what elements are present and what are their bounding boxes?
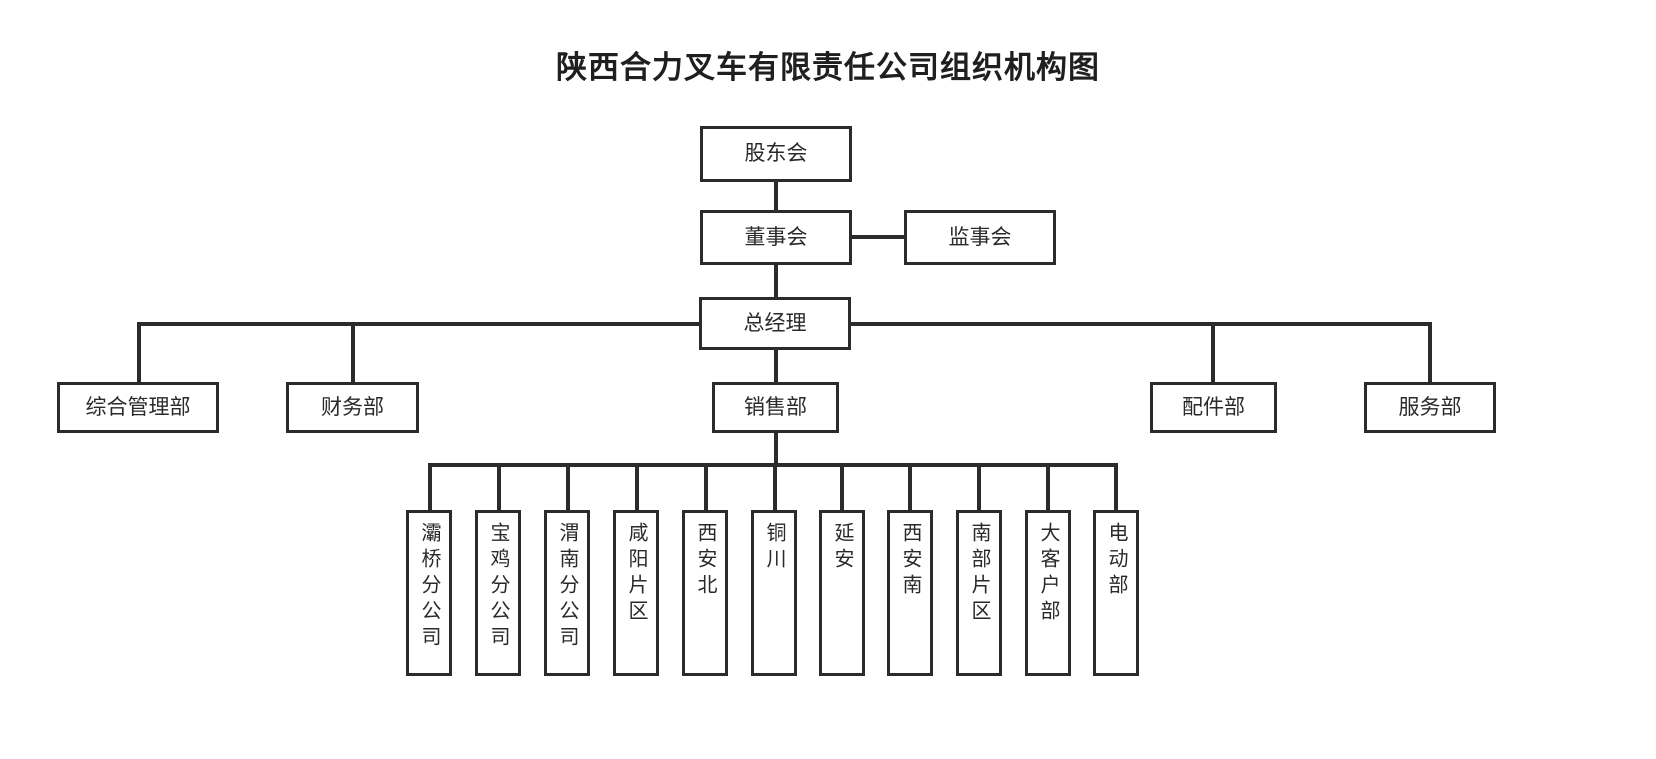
connector-drop-parts xyxy=(1211,322,1215,382)
node-shareholders[interactable]: 股东会 xyxy=(700,126,852,182)
node-supervisors[interactable]: 监事会 xyxy=(904,210,1056,265)
connector-drop-sales xyxy=(774,350,778,382)
node-branch-xian-nan-label: 西安南 xyxy=(899,522,921,600)
node-branch-key-account[interactable]: 大客户部 xyxy=(1025,510,1071,676)
node-branch-nanbu[interactable]: 南部片区 xyxy=(956,510,1002,676)
node-sales[interactable]: 销售部 xyxy=(712,382,839,433)
connector-drop-branch-7 xyxy=(908,463,912,510)
node-supervisors-label: 监事会 xyxy=(948,224,1012,249)
node-board[interactable]: 董事会 xyxy=(700,210,852,265)
connector-board-supervisors xyxy=(850,235,906,239)
node-shareholders-label: 股东会 xyxy=(744,141,808,166)
connector-sales-to-bus xyxy=(774,433,778,466)
node-branch-baqiao[interactable]: 灞桥分公司 xyxy=(406,510,452,676)
node-branch-electric[interactable]: 电动部 xyxy=(1093,510,1139,676)
node-branch-baoji-label: 宝鸡分公司 xyxy=(487,522,509,652)
connector-department-bus-left xyxy=(137,322,701,326)
node-admin[interactable]: 综合管理部 xyxy=(57,382,219,433)
node-branch-yanan[interactable]: 延安 xyxy=(819,510,865,676)
connector-drop-branch-5 xyxy=(773,463,777,510)
node-branch-xian-bei-label: 西安北 xyxy=(694,522,716,600)
node-branch-key-account-label: 大客户部 xyxy=(1037,522,1059,626)
node-general-manager[interactable]: 总经理 xyxy=(699,297,851,350)
node-service[interactable]: 服务部 xyxy=(1364,382,1496,433)
connector-drop-branch-3 xyxy=(635,463,639,510)
connector-drop-branch-0 xyxy=(428,463,432,510)
connector-drop-branch-9 xyxy=(1046,463,1050,510)
connector-drop-admin xyxy=(137,322,141,382)
node-parts-label: 配件部 xyxy=(1182,394,1245,419)
connector-shareholders-board xyxy=(774,182,778,210)
node-branch-electric-label: 电动部 xyxy=(1105,522,1127,600)
connector-drop-branch-6 xyxy=(840,463,844,510)
connector-drop-branch-8 xyxy=(977,463,981,510)
node-parts[interactable]: 配件部 xyxy=(1150,382,1277,433)
node-finance-label: 财务部 xyxy=(321,394,384,419)
node-sales-label: 销售部 xyxy=(744,394,807,419)
node-branch-weinan[interactable]: 渭南分公司 xyxy=(544,510,590,676)
node-branch-tongchuan-label: 铜川 xyxy=(763,522,785,574)
node-branch-weinan-label: 渭南分公司 xyxy=(556,522,578,652)
node-branch-xianyang-label: 咸阳片区 xyxy=(625,522,647,626)
connector-drop-service xyxy=(1428,322,1432,382)
node-finance[interactable]: 财务部 xyxy=(286,382,419,433)
connector-drop-finance xyxy=(351,322,355,382)
connector-drop-branch-1 xyxy=(497,463,501,510)
node-branch-baqiao-label: 灞桥分公司 xyxy=(418,522,440,652)
node-branch-xian-bei[interactable]: 西安北 xyxy=(682,510,728,676)
connector-drop-branch-4 xyxy=(704,463,708,510)
connector-board-gm xyxy=(774,265,778,297)
node-branch-tongchuan[interactable]: 铜川 xyxy=(751,510,797,676)
node-branch-xian-nan[interactable]: 西安南 xyxy=(887,510,933,676)
node-branch-xianyang[interactable]: 咸阳片区 xyxy=(613,510,659,676)
connector-drop-branch-10 xyxy=(1114,463,1118,510)
node-admin-label: 综合管理部 xyxy=(85,394,191,419)
node-branch-nanbu-label: 南部片区 xyxy=(968,522,990,626)
node-service-label: 服务部 xyxy=(1398,394,1462,419)
connector-department-bus-right xyxy=(849,322,1432,326)
node-branch-yanan-label: 延安 xyxy=(831,522,853,574)
node-general-manager-label: 总经理 xyxy=(743,310,807,335)
page-title: 陕西合力叉车有限责任公司组织机构图 xyxy=(556,50,1100,85)
connector-drop-branch-2 xyxy=(566,463,570,510)
node-board-label: 董事会 xyxy=(744,224,808,249)
connector-branch-bus xyxy=(428,463,1116,467)
node-branch-baoji[interactable]: 宝鸡分公司 xyxy=(475,510,521,676)
